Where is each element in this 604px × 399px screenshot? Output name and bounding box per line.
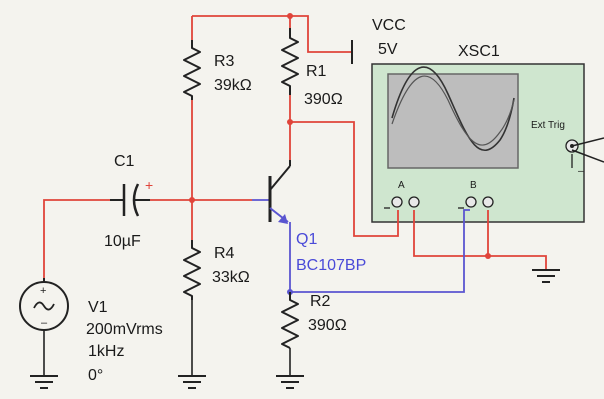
junction-dots	[189, 13, 491, 259]
resistor-r2[interactable]	[281, 292, 299, 349]
scope-screen	[387, 73, 519, 169]
r1-label: R1	[306, 63, 327, 80]
resistor-r3[interactable]	[183, 40, 201, 100]
ground-icon	[178, 375, 206, 389]
ext-trig-terminal[interactable]: –	[565, 137, 604, 177]
channel-b-label: B	[470, 180, 477, 191]
v1-amplitude: 200mVrms	[86, 321, 163, 338]
trace-channel-b	[391, 75, 515, 146]
r3-label: R3	[214, 53, 235, 70]
ground-icon	[30, 375, 58, 389]
c1-value: 10µF	[104, 233, 141, 250]
vcc-label: VCC	[372, 17, 406, 34]
q1-model: BC107BP	[296, 257, 366, 274]
v1-label: V1	[88, 299, 108, 316]
r4-label: R4	[214, 245, 235, 262]
channel-a-label: A	[398, 180, 405, 191]
v1-frequency: 1kHz	[88, 343, 124, 360]
capacitor-c1[interactable]: +	[110, 177, 153, 217]
ground-icon	[276, 375, 304, 389]
channel-a-terminal[interactable]	[384, 196, 420, 209]
ac-voltage-source-v1[interactable]: + –	[19, 278, 69, 331]
channel-b-terminal[interactable]	[458, 196, 494, 209]
r2-value: 390Ω	[308, 317, 347, 334]
ground-wires	[43, 300, 291, 376]
capacitor-plus-sign: +	[145, 177, 153, 193]
transistor-q1[interactable]	[268, 160, 291, 224]
scope-label: XSC1	[458, 43, 500, 60]
ground-icon	[532, 269, 560, 283]
red-wires	[43, 15, 547, 278]
oscilloscope-xsc1[interactable]: –	[371, 63, 604, 223]
source-plus-sign: +	[40, 285, 46, 297]
q1-label: Q1	[296, 231, 317, 248]
c1-label: C1	[114, 153, 135, 170]
v1-phase: 0°	[88, 367, 103, 384]
vcc-value: 5V	[378, 41, 398, 58]
r2-label: R2	[310, 293, 331, 310]
minus-sign: –	[578, 166, 584, 177]
ext-trig-label: Ext Trig	[531, 120, 565, 131]
blue-wires	[252, 199, 470, 293]
r1-value: 390Ω	[304, 91, 343, 108]
trace-channel-a	[391, 66, 515, 152]
r4-value: 33kΩ	[212, 269, 250, 286]
source-minus-sign: –	[41, 317, 48, 329]
resistor-r4[interactable]	[183, 240, 201, 300]
resistor-r1[interactable]	[281, 28, 299, 95]
r3-value: 39kΩ	[214, 77, 252, 94]
